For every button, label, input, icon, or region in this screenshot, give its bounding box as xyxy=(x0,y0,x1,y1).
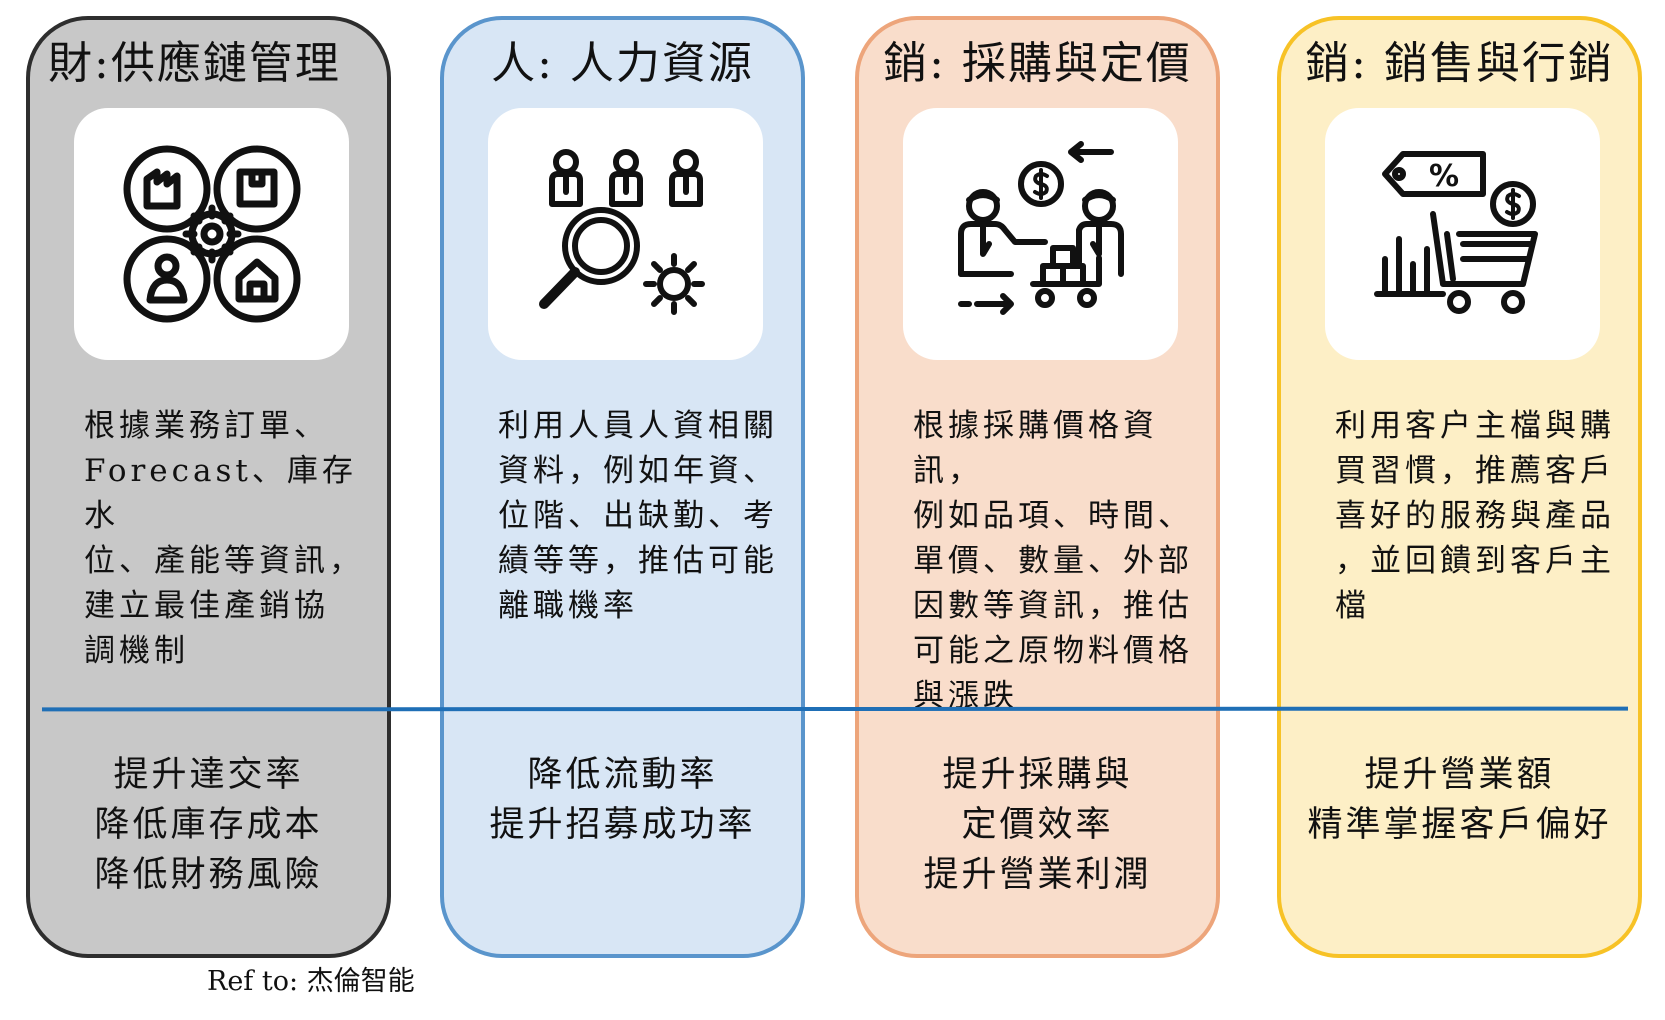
description-line: 買習慣，推薦客戶 xyxy=(1335,453,1615,489)
result-line: 提升達交率 xyxy=(113,755,304,795)
card-supply-chain: 財:供應鏈管理 根據業務訂單、 Forecast、庫存水 位、產能等資訊， 建立… xyxy=(26,16,391,958)
description-line: 根據業務訂單、 xyxy=(84,408,329,444)
card-description: 根據採購價格資訊， 例如品項、時間、 單價、數量、外部 因數等資訊，推估 可能之… xyxy=(913,404,1209,719)
card-title: 銷: 銷售與行銷 xyxy=(1305,38,1614,89)
reference-text: Ref to: 杰倫智能 xyxy=(207,966,415,997)
result-line: 提升營業額 xyxy=(1364,755,1555,795)
icon-box xyxy=(74,108,349,360)
card-description: 利用客户主檔與購 買習慣，推薦客戶 喜好的服務與產品 ，並回饋到客戶主 檔 xyxy=(1335,404,1631,629)
result-line: 降低財務風險 xyxy=(94,855,323,895)
card-title: 人: 人力資源 xyxy=(491,38,754,89)
shopping-cart-discount-icon: % xyxy=(1373,151,1538,314)
description-line: 與漲跌 xyxy=(913,678,1018,714)
description-line: 離職機率 xyxy=(498,588,638,624)
description-line: 例如品項、時間、 xyxy=(913,498,1193,534)
card-description: 利用人員人資相關 資料，例如年資、 位階、出缺勤、考 績等等，推估可能 離職機率 xyxy=(498,404,794,629)
result-line: 提升招募成功率 xyxy=(489,805,756,845)
hr-people-search-icon xyxy=(538,149,705,315)
description-line: 可能之原物料價格 xyxy=(913,633,1193,669)
card-description: 根據業務訂單、 Forecast、庫存水 位、產能等資訊， 建立最佳產銷協 調機… xyxy=(84,404,380,674)
icon-box: % xyxy=(1325,108,1600,360)
card-results: 提升達交率 降低庫存成本 降低財務風險 xyxy=(30,750,387,900)
card-procurement-pricing: 銷: 採購與定價 根據採購價格資訊， 例如品項、時間、 單價、數量、外部 xyxy=(855,16,1220,958)
description-line: 位階、出缺勤、考 xyxy=(498,498,778,534)
card-human-resources: 人: 人力資源 利用人員人資相關 資料，例如年資、 位階、出缺勤、考 績等等，推… xyxy=(440,16,805,958)
description-line: 檔 xyxy=(1335,588,1370,624)
description-line: 因數等資訊，推估 xyxy=(913,588,1193,624)
result-line: 降低庫存成本 xyxy=(94,805,323,845)
description-line: ，並回饋到客戶主 xyxy=(1335,543,1615,579)
card-results: 提升採購與 定價效率 提升營業利潤 xyxy=(859,750,1216,900)
description-line: 位、產能等資訊， xyxy=(84,543,364,579)
result-line: 精準掌握客戶偏好 xyxy=(1307,805,1612,845)
result-line: 提升採購與 xyxy=(942,755,1133,795)
description-line: 利用人員人資相關 xyxy=(498,408,778,444)
description-line: 績等等，推估可能 xyxy=(498,543,778,579)
description-line: 建立最佳產銷協 xyxy=(84,588,329,624)
result-line: 提升營業利潤 xyxy=(923,855,1152,895)
card-title: 財:供應鏈管理 xyxy=(48,38,341,89)
description-line: 喜好的服務與產品 xyxy=(1335,498,1615,534)
procurement-negotiation-icon xyxy=(957,141,1124,315)
result-line: 降低流動率 xyxy=(527,755,718,795)
description-line: 單價、數量、外部 xyxy=(913,543,1193,579)
icon-box xyxy=(488,108,763,360)
description-line: 利用客户主檔與購 xyxy=(1335,408,1615,444)
horizontal-divider xyxy=(41,706,1629,712)
description-line: Forecast、庫存水 xyxy=(84,453,357,534)
card-results: 降低流動率 提升招募成功率 xyxy=(444,750,801,850)
card-title: 銷: 採購與定價 xyxy=(883,38,1192,89)
description-line: 根據採購價格資訊， xyxy=(913,408,1158,489)
card-results: 提升營業額 精準掌握客戶偏好 xyxy=(1281,750,1638,850)
description-line: 資料，例如年資、 xyxy=(498,453,778,489)
card-sales-marketing: 銷: 銷售與行銷 % 利用客户主檔與購 買習慣，推薦客戶 喜好的服務與產品 ，並… xyxy=(1277,16,1642,958)
result-line: 定價效率 xyxy=(961,805,1114,845)
svg-text:%: % xyxy=(1429,159,1459,194)
description-line: 調機制 xyxy=(84,633,189,669)
icon-box xyxy=(903,108,1178,360)
supply-chain-gear-icon xyxy=(123,145,300,323)
